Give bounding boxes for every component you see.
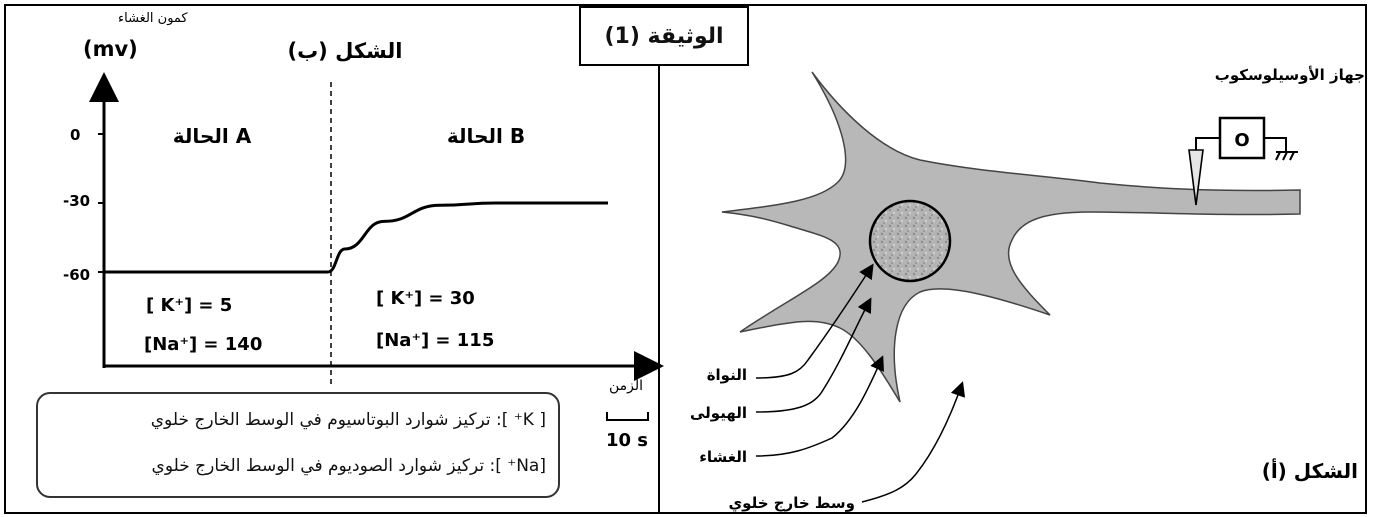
state-b-label: الحالة B [447, 124, 525, 148]
legend-box: [ K⁺ ]: تركيز شوارد البوتاسيوم في الوسط … [36, 392, 560, 498]
cytoplasm-label: الهيولى [690, 404, 747, 422]
oscilloscope-symbol: O [1234, 130, 1249, 151]
neuron-panel: O جهاز الأوسيلوسكوب النواة الهيولى الغشا… [690, 66, 1365, 513]
y-tick-marks [98, 133, 104, 273]
panel-divider [658, 4, 660, 514]
graph-panel: كمون الغشاء (mv) الشكل (ب) 0 -30 -60 الح… [63, 11, 664, 451]
nucleus-label: النواة [707, 366, 747, 384]
membrane-pointer [755, 355, 884, 457]
document-frame [4, 4, 1367, 514]
state-a-potassium: [ K⁺] = 5 [146, 295, 232, 316]
y-tick-label-minus30: -30 [63, 192, 90, 210]
neuron-figure-title: الشكل (أ) [1262, 457, 1358, 483]
extracellular-label: وسط خارج خلوي [728, 494, 855, 513]
cytoplasm-pointer [755, 297, 872, 413]
graph-title: الشكل (ب) [287, 39, 402, 63]
legend-potassium: [ K⁺ ]: تركيز شوارد البوتاسيوم في الوسط … [150, 410, 546, 430]
state-b-potassium: [ K⁺] = 30 [376, 288, 475, 309]
y-tick-label-0: 0 [70, 126, 80, 144]
x-axis-label: الزمن [609, 378, 643, 394]
nucleus [868, 199, 952, 283]
ground-icon [1275, 151, 1298, 161]
time-scale-label: 10 s [606, 430, 648, 451]
state-a-sodium: [Na⁺] = 140 [144, 334, 262, 355]
document-title: الوثيقة (1) [579, 6, 749, 66]
membrane-label: الغشاء [699, 448, 747, 466]
cytoplasm [721, 71, 1301, 403]
extracellular-pointer [861, 381, 966, 503]
oscilloscope-label: جهاز الأوسيلوسكوب [1215, 66, 1365, 84]
nucleus-pointer [755, 263, 874, 379]
ground-wire [1264, 137, 1287, 152]
state-a-label: الحالة A [173, 124, 252, 148]
membrane-potential-line [104, 201, 608, 274]
legend-sodium: [Na⁺ ]: تركيز شوارد الصوديوم في الوسط ال… [151, 456, 546, 476]
y-axis-label-line2: (mv) [83, 37, 138, 61]
y-axis-label-line1: كمون الغشاء [118, 11, 188, 26]
state-b-sodium: [Na⁺] = 115 [376, 330, 494, 351]
electrode-wire [1195, 137, 1220, 150]
time-scale-bar [606, 412, 649, 421]
y-tick-label-minus60: -60 [63, 266, 90, 284]
electrode-icon [1188, 149, 1204, 206]
